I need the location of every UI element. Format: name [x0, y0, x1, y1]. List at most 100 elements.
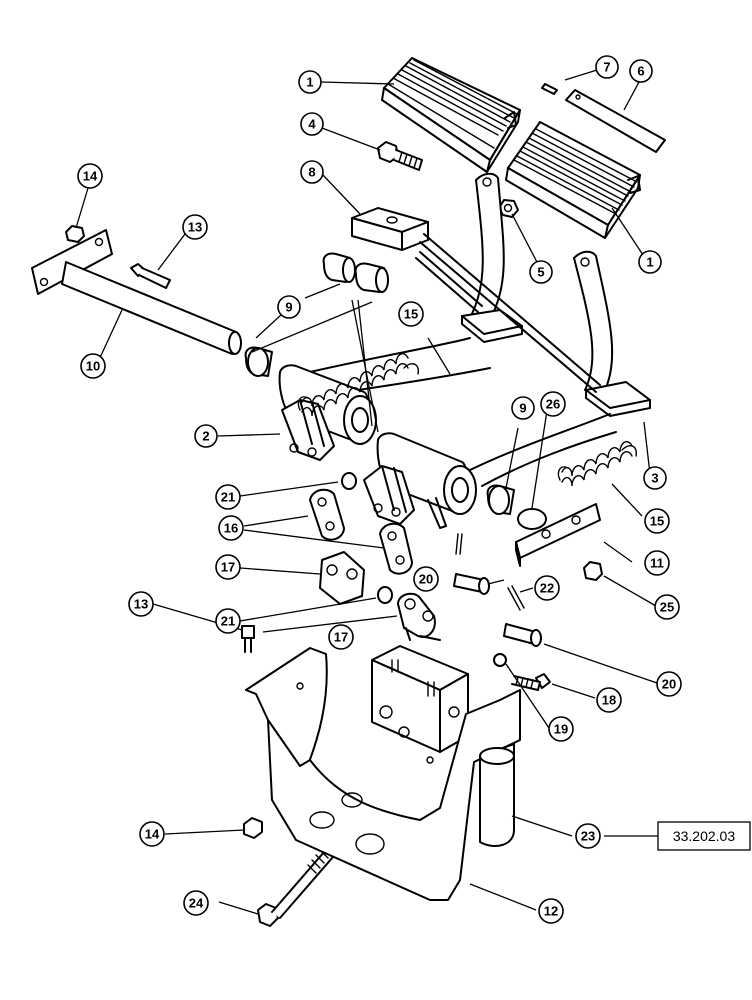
ring	[517, 508, 547, 530]
svg-text:13: 13	[134, 597, 148, 612]
svg-text:10: 10	[86, 359, 100, 374]
callout-1: 1	[298, 70, 322, 94]
svg-text:1: 1	[306, 75, 313, 90]
callout-24: 24	[183, 890, 209, 916]
svg-text:9: 9	[519, 401, 526, 416]
pivot-plate-shaft	[31, 229, 242, 355]
pedal-arm-left	[461, 172, 523, 343]
svg-text:17: 17	[334, 630, 348, 645]
svg-text:3: 3	[651, 471, 658, 486]
washer-upper	[341, 472, 357, 490]
svg-text:12: 12	[544, 904, 558, 919]
pedal-pad-upper	[381, 57, 521, 173]
svg-text:21: 21	[221, 490, 235, 505]
stop-block	[351, 207, 429, 251]
callout-12: 12	[538, 898, 564, 924]
cotter-pin-upper	[455, 533, 463, 555]
svg-text:4: 4	[308, 117, 316, 132]
callout-5: 5	[529, 260, 553, 284]
svg-text:20: 20	[419, 572, 433, 587]
callout-17: 17	[328, 624, 354, 650]
bolt-top	[130, 263, 171, 289]
svg-text:1: 1	[646, 255, 653, 270]
washer-19	[493, 653, 507, 667]
callout-15: 15	[398, 301, 424, 327]
washer-lower	[377, 586, 393, 604]
cotter-pin-lower	[507, 585, 525, 611]
nut-25	[583, 561, 603, 581]
callout-10: 10	[80, 353, 106, 379]
link-rod-short	[415, 251, 483, 313]
reference-number: 33.202.03	[673, 828, 735, 844]
callout-17: 17	[215, 554, 241, 580]
connecting-links	[309, 488, 413, 575]
callout-13: 13	[128, 591, 154, 617]
callout-20: 20	[413, 566, 439, 592]
callout-20: 20	[656, 671, 682, 697]
callout-11: 11	[644, 550, 670, 576]
svg-text:22: 22	[540, 581, 554, 596]
callout-15: 15	[644, 508, 670, 534]
pin	[541, 83, 558, 95]
cross-shaft-lower	[469, 413, 617, 487]
svg-text:5: 5	[537, 265, 544, 280]
callout-26: 26	[540, 391, 566, 417]
bushings	[244, 252, 515, 515]
svg-text:2: 2	[202, 429, 209, 444]
callout-25: 25	[654, 594, 680, 620]
svg-text:9: 9	[285, 300, 292, 315]
retaining-bar	[565, 89, 666, 153]
pad-nut	[498, 199, 519, 218]
callout-14: 14	[139, 821, 165, 847]
pedal-pad-lower	[505, 121, 641, 239]
callout-8: 8	[300, 160, 324, 184]
svg-text:15: 15	[650, 514, 664, 529]
bolt-lower	[241, 625, 255, 653]
callout-2: 2	[194, 424, 218, 448]
svg-text:21: 21	[221, 614, 235, 629]
callout-14: 14	[77, 163, 103, 189]
svg-text:25: 25	[660, 600, 674, 615]
svg-text:7: 7	[603, 60, 610, 75]
pedal-lever-hub-right	[363, 432, 477, 529]
svg-text:19: 19	[554, 722, 568, 737]
reference-box: 33.202.03	[657, 821, 751, 851]
link-rod	[419, 233, 601, 393]
callout-18: 18	[596, 687, 622, 713]
pedal-arm-right	[573, 250, 651, 417]
svg-text:20: 20	[662, 677, 676, 692]
callout-16: 16	[218, 515, 244, 541]
svg-text:14: 14	[83, 169, 98, 184]
brake-cylinder	[479, 743, 515, 847]
svg-text:17: 17	[221, 560, 235, 575]
brake-valve-block	[371, 645, 469, 753]
clevis-right	[397, 592, 441, 641]
callout-4: 4	[300, 112, 324, 136]
callout-9: 9	[277, 295, 301, 319]
pedal-support-bracket	[245, 647, 521, 901]
svg-text:16: 16	[224, 521, 238, 536]
callout-9: 9	[511, 396, 535, 420]
nut-lower	[243, 817, 263, 839]
clevis-left	[319, 551, 365, 605]
svg-text:11: 11	[650, 556, 664, 571]
valve-bolt	[511, 673, 551, 691]
nut-top	[65, 225, 85, 243]
callout-13: 13	[182, 214, 208, 240]
spring-anchor-plate	[515, 503, 601, 567]
svg-text:18: 18	[602, 693, 616, 708]
return-spring-upper	[297, 353, 419, 417]
callout-3: 3	[643, 466, 667, 490]
pedal-lever-hub-left	[278, 364, 377, 461]
svg-text:23: 23	[581, 829, 595, 844]
callout-21: 21	[215, 484, 241, 510]
svg-text:24: 24	[189, 896, 204, 911]
callout-1: 1	[638, 250, 662, 274]
callout-7: 7	[595, 55, 619, 79]
pad-bolt	[377, 141, 423, 171]
clevis-pin-lower	[503, 623, 542, 647]
callout-21: 21	[215, 608, 241, 634]
clevis-pin-upper	[453, 573, 490, 595]
return-spring-lower	[557, 441, 637, 487]
